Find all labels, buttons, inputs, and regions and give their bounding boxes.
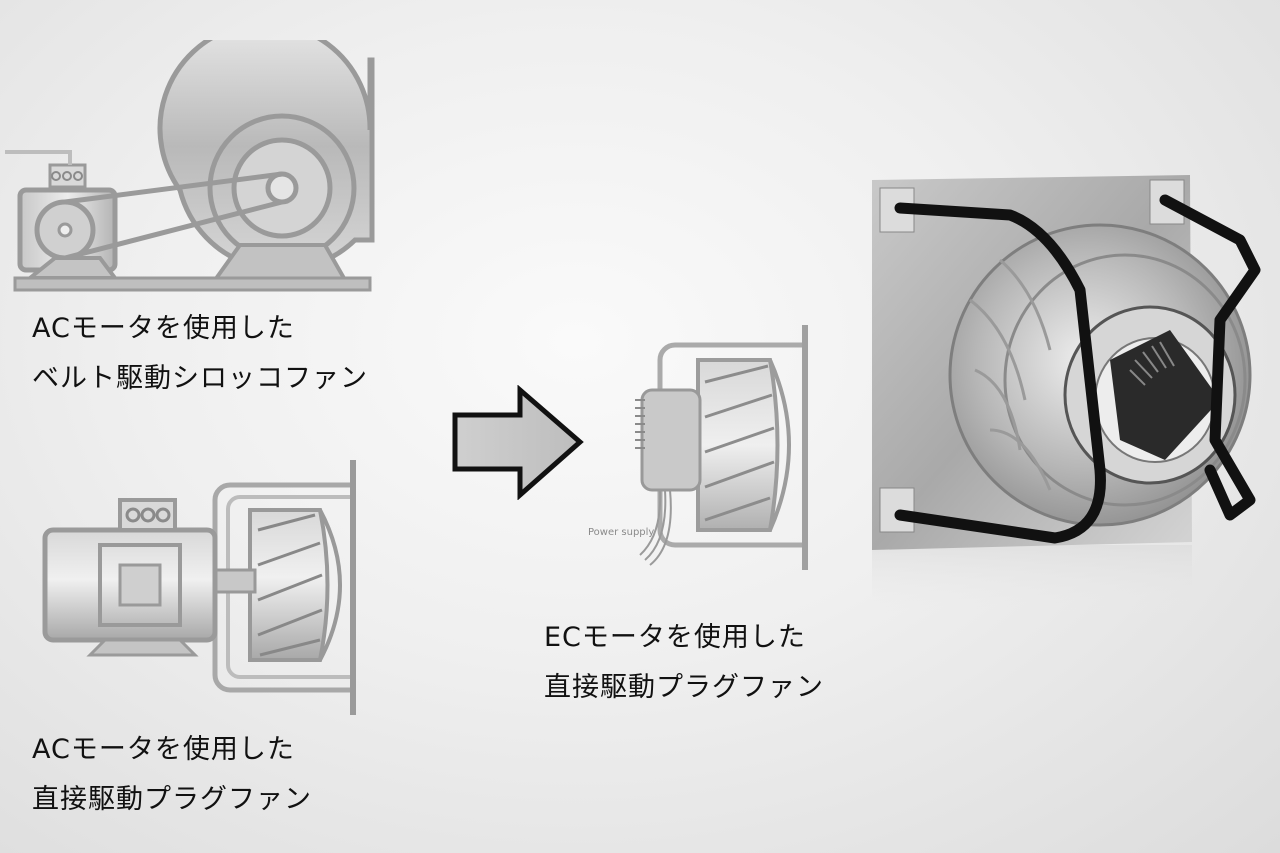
ec-plug-fan-caption-line2: 直接駆動プラグファン	[544, 672, 824, 703]
ec-plug-fan-caption: ECモータを使用した 直接駆動プラグファン	[544, 613, 824, 713]
ac-plug-fan-caption-line2: 直接駆動プラグファン	[32, 784, 312, 815]
belt-fan-caption-line2: ベルト駆動シロッコファン	[32, 363, 368, 394]
ec-plug-fan-caption-line1: ECモータを使用した	[544, 622, 806, 653]
power-supply-label: Power supply	[588, 527, 654, 538]
ac-plug-fan-illustration	[42, 460, 356, 715]
ac-plug-fan-caption: ACモータを使用した 直接駆動プラグファン	[32, 725, 312, 825]
ac-plug-fan-caption-line1: ACモータを使用した	[32, 734, 295, 765]
ec-plug-fan-photo	[872, 175, 1261, 615]
belt-fan-caption-line1: ACモータを使用した	[32, 313, 295, 344]
right-arrow-icon	[452, 385, 584, 500]
belt-driven-sirocco-fan-illustration	[5, 40, 375, 292]
ec-plug-fan-schematic: Power supply	[588, 325, 808, 570]
belt-fan-caption: ACモータを使用した ベルト駆動シロッコファン	[32, 304, 368, 404]
